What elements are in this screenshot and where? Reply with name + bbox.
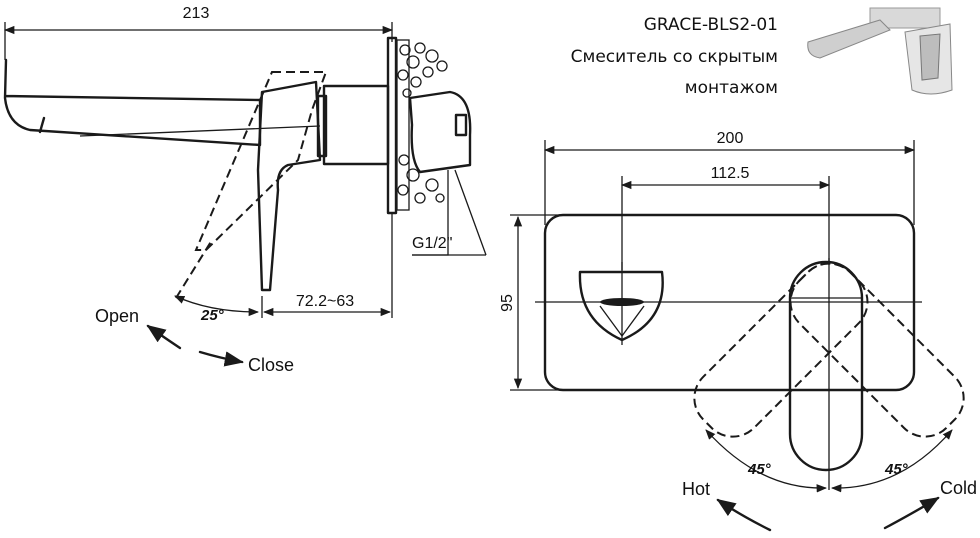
close-label: Close — [248, 355, 294, 375]
front-view: 200 112.5 95 45° 45° Hot — [499, 130, 977, 532]
spout-outlet — [578, 270, 664, 342]
dim-angle: 25° — [200, 307, 225, 324]
hot-label: Hot — [682, 479, 710, 499]
spout — [3, 58, 262, 147]
dim-offset: 112.5 — [711, 165, 750, 182]
escutcheon — [322, 84, 390, 166]
title-block: GRACE-BLS2-01 Смеситель со скрытым монта… — [571, 7, 953, 98]
dim-width: 200 — [717, 130, 744, 147]
lever-open-position — [194, 71, 328, 251]
angle-left: 45° — [747, 461, 772, 478]
model-name: GRACE-BLS2-01 — [644, 15, 778, 35]
lever-handle — [256, 80, 322, 292]
product-thumbnail — [807, 7, 953, 95]
valve-body — [408, 90, 472, 174]
lever-cold-position — [789, 262, 965, 438]
open-label: Open — [95, 306, 139, 326]
thread-label: G1/2" — [412, 235, 452, 252]
front-lever — [788, 260, 864, 472]
dim-height: 95 — [499, 294, 516, 312]
angle-right: 45° — [884, 461, 909, 478]
side-view: 213 G1/2" 25° — [3, 5, 487, 375]
description-line-1: Смеситель со скрытым — [571, 47, 778, 67]
cold-label: Cold — [940, 478, 977, 498]
wall-texture — [396, 39, 448, 211]
wall-plate — [386, 36, 398, 215]
dim-depth: 72.2~63 — [296, 293, 354, 310]
lever-hot-position — [693, 262, 869, 438]
dim-total-length: 213 — [183, 5, 210, 22]
valve-cap — [454, 113, 468, 137]
description-line-2: монтажом — [685, 78, 778, 98]
